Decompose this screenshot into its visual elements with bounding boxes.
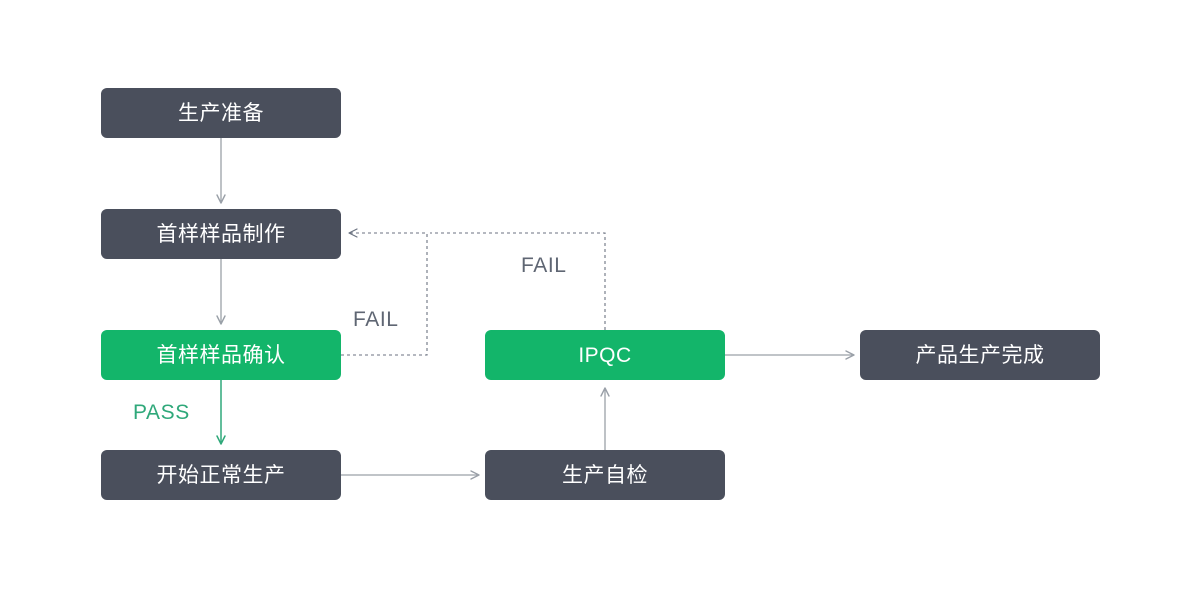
node-start-normal-production[interactable]: 开始正常生产 <box>101 450 341 500</box>
node-label: 产品生产完成 <box>915 343 1045 367</box>
node-ipqc[interactable]: IPQC <box>485 330 725 380</box>
node-product-production-complete[interactable]: 产品生产完成 <box>860 330 1100 380</box>
node-label: 首样样品制作 <box>156 222 286 246</box>
edge-label-fail-confirm: FAIL <box>353 308 399 331</box>
node-first-sample-making[interactable]: 首样样品制作 <box>101 209 341 259</box>
node-production-self-check[interactable]: 生产自检 <box>485 450 725 500</box>
edge-confirm-to-sample-fail <box>341 228 428 356</box>
node-label: IPQC <box>578 343 632 367</box>
edge-ipqc-to-sample-fail <box>430 232 606 330</box>
node-label: 首样样品确认 <box>156 343 286 367</box>
node-first-sample-confirmation[interactable]: 首样样品确认 <box>101 330 341 380</box>
node-production-preparation[interactable]: 生产准备 <box>101 88 341 138</box>
node-label: 生产自检 <box>562 463 648 487</box>
node-label: 生产准备 <box>178 101 264 125</box>
edge-label-fail-ipqc: FAIL <box>521 254 567 277</box>
edge-label-pass: PASS <box>133 401 190 424</box>
node-label: 开始正常生产 <box>156 463 286 487</box>
